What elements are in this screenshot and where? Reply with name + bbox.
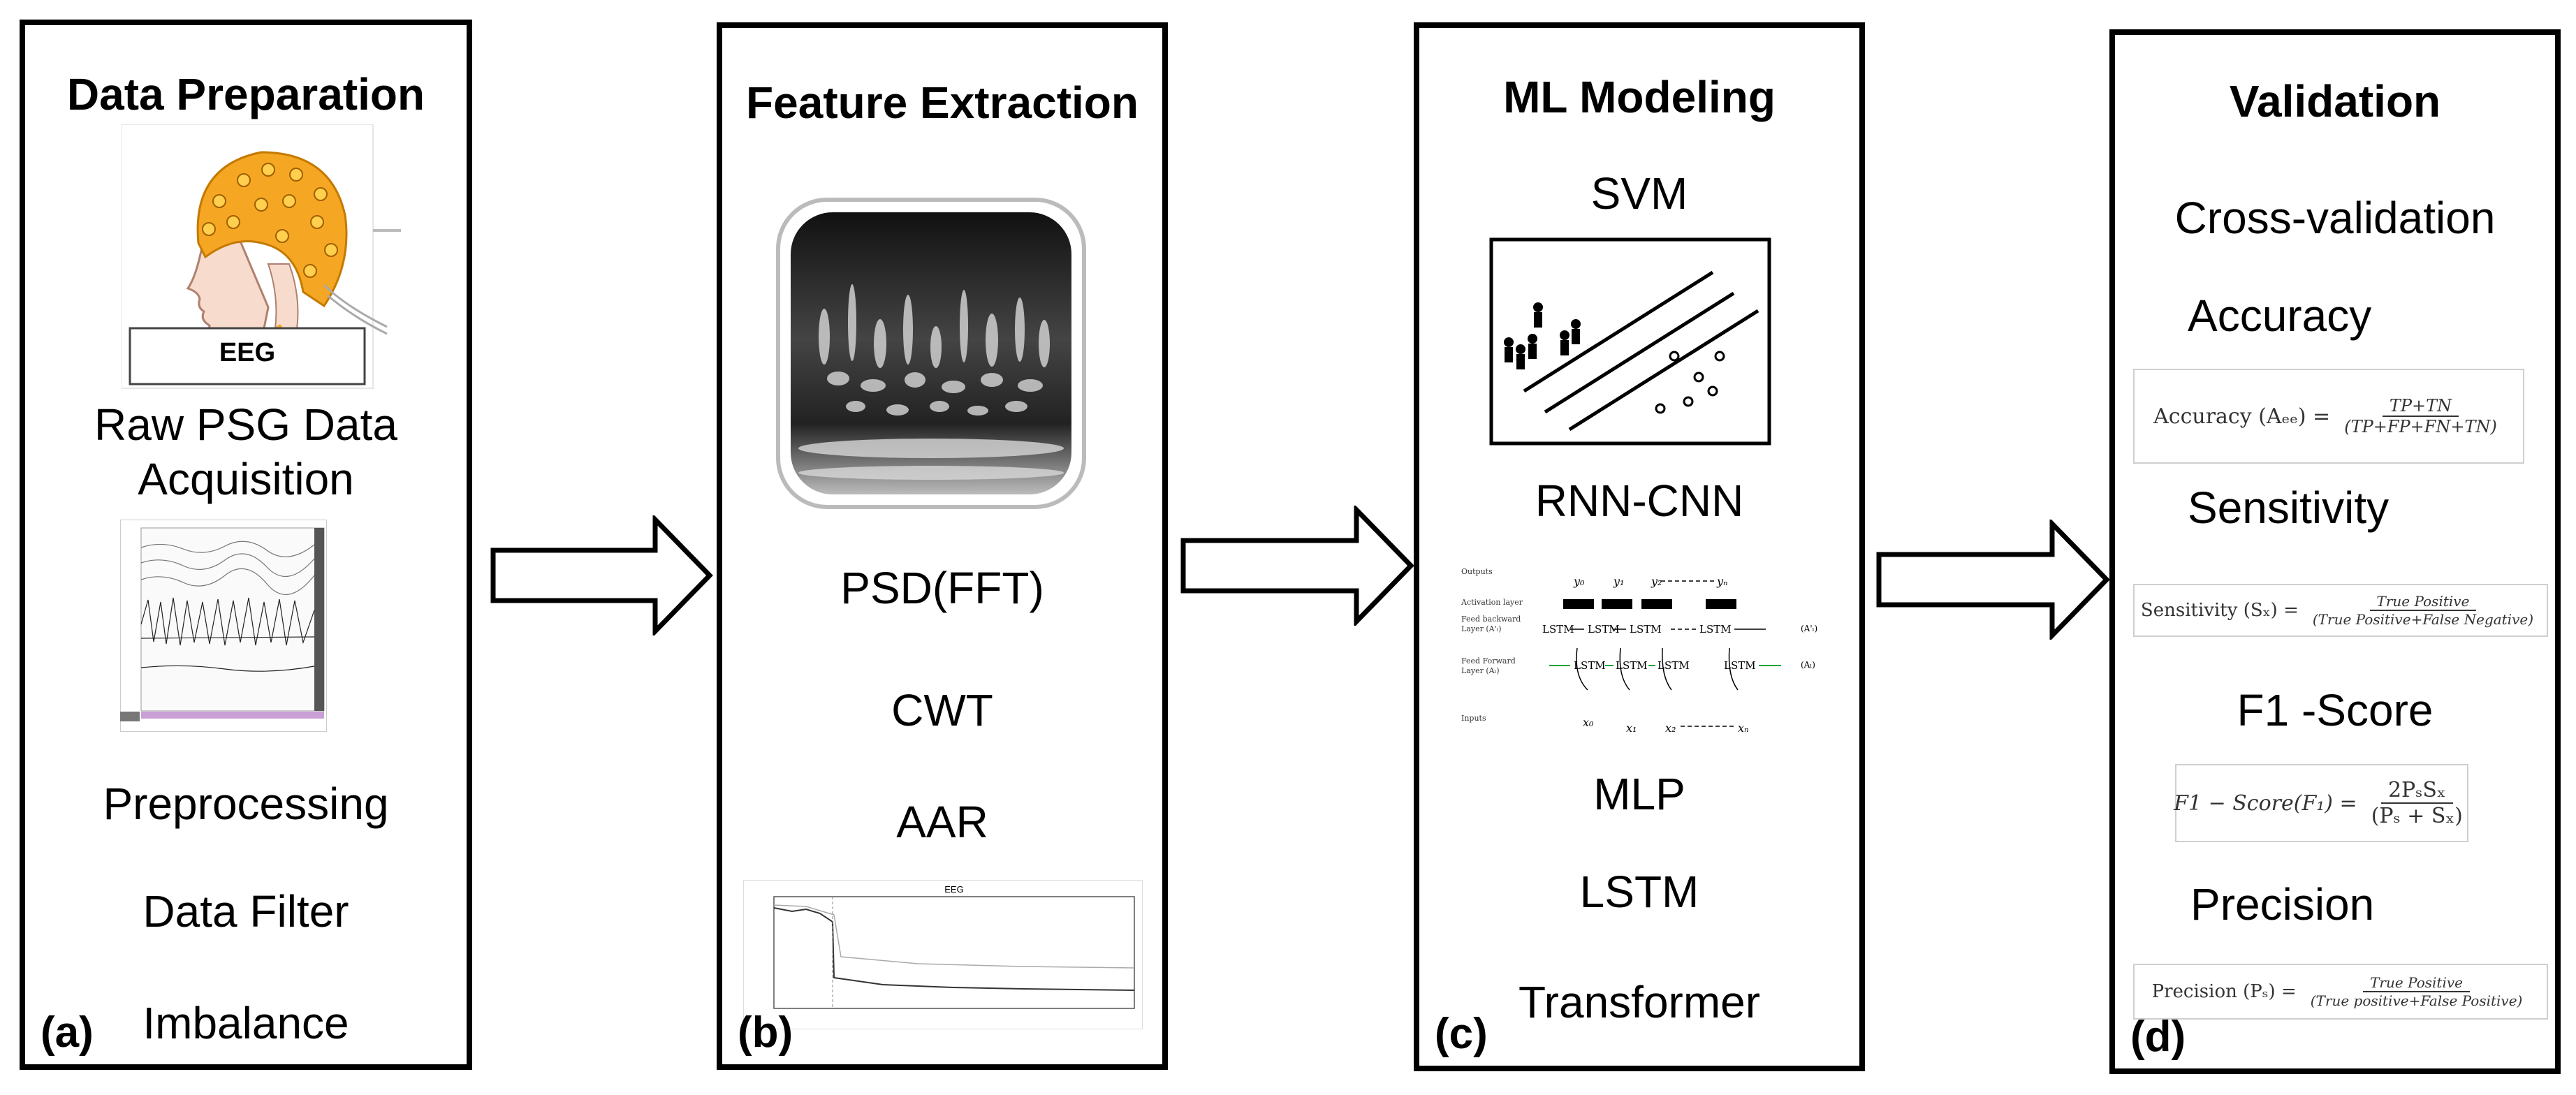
svm-illustration [1489, 237, 1771, 446]
input-label: x₁ [1626, 721, 1637, 735]
bilstm-diagram: Outputs Activation layer Feed backward L… [1461, 567, 1817, 735]
eeg-label: EEG [219, 338, 276, 367]
state-label: (A'ₗ) [1801, 624, 1817, 633]
item-f1-score: F1 -Score [2237, 685, 2434, 735]
item-preprocessing: Preprocessing [103, 779, 389, 829]
item-cross-validation: Cross-validation [2174, 193, 2496, 243]
item-raw-psg: Raw PSG Data [94, 399, 397, 450]
state-label: (Aₗ) [1801, 660, 1815, 670]
row-label: Layer (Aₗ) [1461, 666, 1500, 675]
panel-feature-extraction: Feature Extraction PSD(FFT) CWT AAR [717, 22, 1168, 1070]
lstm-cell: LSTM [1724, 659, 1756, 672]
row-label: Feed Forward [1461, 656, 1516, 666]
row-label: Activation layer [1461, 598, 1523, 607]
item-cwt: CWT [891, 685, 993, 735]
arrow-right-icon [1876, 520, 2110, 640]
item-rnn-cnn: RNN-CNN [1535, 476, 1744, 526]
panel-label: (a) [41, 1008, 94, 1057]
row-label: Layer (A'ₗ) [1461, 624, 1502, 633]
accuracy-formula: Accuracy (Aₑₑ) = TP+TN(TP+FP+FN+TN) [2133, 369, 2524, 464]
lstm-cell: LSTM [1699, 623, 1732, 635]
output-label: y₀ [1573, 575, 1585, 588]
item-mlp: MLP [1593, 769, 1685, 819]
item-aar: AAR [896, 797, 988, 847]
item-accuracy: Accuracy [2188, 291, 2372, 341]
item-transformer: Transformer [1518, 977, 1761, 1027]
lstm-cell: LSTM [1588, 623, 1620, 635]
item-imbalance: Imbalance [142, 998, 349, 1048]
psd-plot: EEG [743, 880, 1143, 1029]
precision-formula: Precision (Pₛ) = True Positive(True posi… [2133, 964, 2548, 1020]
panel-label: (b) [738, 1008, 793, 1057]
input-label: x₂ [1665, 721, 1676, 735]
psd-plot-title: EEG [944, 884, 963, 895]
arrow-right-icon [1180, 506, 1414, 626]
input-label: x₀ [1583, 716, 1594, 729]
panel-title: Data Preparation [66, 69, 425, 119]
panel-ml-modeling: ML Modeling SVM RNN-CNN Outputs Activati… [1414, 22, 1865, 1071]
output-label: y₂ [1651, 575, 1662, 588]
lstm-cell: LSTM [1542, 623, 1574, 635]
item-data-filter: Data Filter [142, 886, 349, 936]
item-acquisition: Acquisition [138, 454, 354, 504]
lstm-cell: LSTM [1630, 623, 1662, 635]
item-precision: Precision [2190, 879, 2375, 929]
item-svm: SVM [1590, 168, 1688, 219]
panel-title: ML Modeling [1503, 72, 1776, 122]
f1-score-formula: F1 − Score(F₁) = 2PₛSₓ(Pₛ + Sₓ) [2174, 764, 2468, 842]
row-label: Inputs [1461, 714, 1486, 723]
item-sensitivity: Sensitivity [2188, 483, 2390, 533]
panel-label: (d) [2130, 1013, 2186, 1061]
panel-title: Validation [2229, 76, 2441, 126]
panel-title: Feature Extraction [746, 78, 1139, 128]
sensitivity-formula: Sensitivity (Sₓ) = True Positive(True Po… [2133, 584, 2548, 637]
row-label: Outputs [1461, 567, 1493, 576]
output-label: y₁ [1613, 575, 1624, 588]
panel-validation: Validation Cross-validation Accuracy Acc… [2109, 29, 2561, 1074]
item-lstm: LSTM [1579, 867, 1699, 917]
lstm-cell: LSTM [1616, 659, 1648, 672]
lstm-cell: LSTM [1574, 659, 1606, 672]
panel-data-preparation: Data Preparation EEG Raw PSG Data Acquis… [20, 20, 472, 1070]
psg-signal-thumbnail [120, 520, 327, 732]
lstm-cell: LSTM [1657, 659, 1690, 672]
output-label: yₙ [1716, 575, 1728, 588]
panel-label: (c) [1435, 1010, 1488, 1058]
eeg-head-illustration [122, 124, 401, 389]
cwt-scalogram [776, 198, 1086, 509]
arrow-right-icon [490, 515, 713, 635]
row-label: Feed backward [1461, 615, 1521, 624]
input-label: xₙ [1738, 721, 1749, 735]
item-psd-fft: PSD(FFT) [840, 563, 1044, 613]
